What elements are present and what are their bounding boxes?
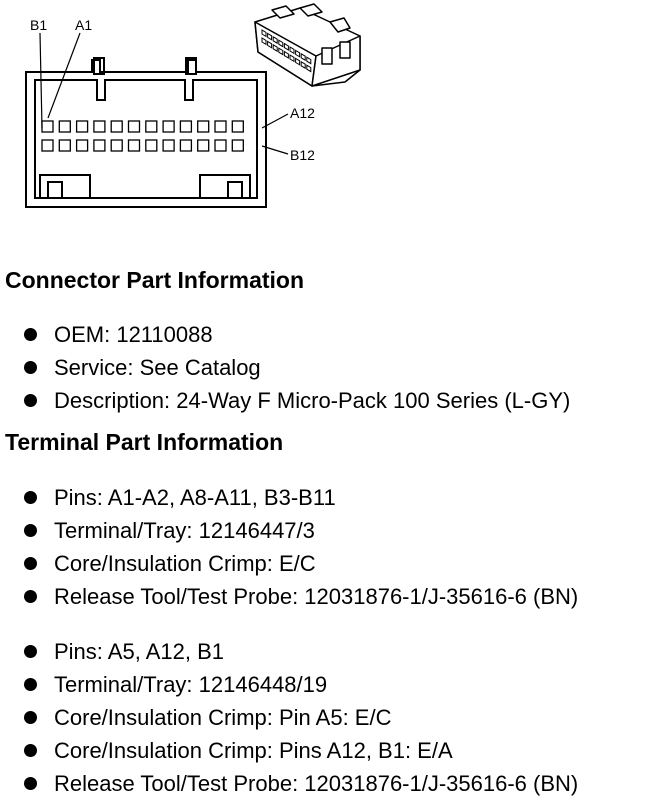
pin-cavity [110,139,123,152]
pin-cavity [145,120,158,133]
pin-cavity [267,40,273,49]
connector-face [25,57,267,208]
pin-cavity [272,43,278,53]
pin-cavities [41,120,244,152]
pin-cavity [267,32,273,41]
connector-3d-cavities [261,29,312,73]
pin-cavity [231,120,244,133]
pin-cavity [289,54,295,63]
bullet-icon [24,678,37,691]
bullet-icon [24,645,37,658]
bullet-icon [24,711,37,724]
pin-cavity [127,120,141,133]
pin-cavity [93,120,106,133]
pin-cavity [127,139,141,152]
bullet-icon [24,744,37,757]
pin-cavity [278,47,284,56]
pin-cavity [197,120,210,133]
pin-cavity [162,120,175,133]
bullet-icon [24,777,37,790]
bullet-icon [24,491,37,504]
pin-cavity [283,42,289,51]
label-a1: A1 [75,17,92,33]
pin-cavity [231,139,244,152]
pin-cavity [93,139,106,152]
pin-cavity [75,120,89,133]
pin-cavity [272,35,278,45]
pin-cavity [214,120,227,133]
connector-3d-illustration [254,3,361,87]
pin-cavity [41,139,54,152]
bullet-icon [24,557,37,570]
pin-cavity [278,39,284,48]
pin-cavity [295,57,301,66]
pin-cavity [300,60,306,70]
pin-cavity [306,56,312,65]
pin-cavity [261,29,267,38]
pin-cavity [261,37,267,46]
bullet-icon [24,590,37,603]
bullet-icon [24,394,37,407]
pin-cavity [58,139,71,152]
label-a12: A12 [290,105,315,121]
pin-cavity [283,50,289,59]
pin-cavity [197,139,210,152]
connector-diagram: B1 A1 A12 B12 [25,3,361,208]
label-b1: B1 [30,17,47,33]
label-b12: B12 [290,147,315,163]
pin-cavity [110,120,123,133]
pin-cavity [295,49,301,58]
pin-cavity [145,139,158,152]
bullet-icon [24,361,37,374]
pin-cavity [162,139,175,152]
label-leaders [39,32,289,155]
pin-cavity [289,46,295,55]
connector-part-heading: Connector Part Information [5,267,305,293]
bullet-icon [24,328,37,341]
pin-cavity [306,64,312,73]
pin-cavity [214,139,227,152]
pin-cavity [58,120,71,133]
pin-cavity [41,120,54,133]
pin-cavity [75,139,89,152]
pin-cavity [300,52,306,62]
pin-cavity [179,139,193,152]
bullet-icon [24,524,37,537]
terminal-part-heading: Terminal Part Information [5,429,284,455]
pin-cavity [179,120,193,133]
